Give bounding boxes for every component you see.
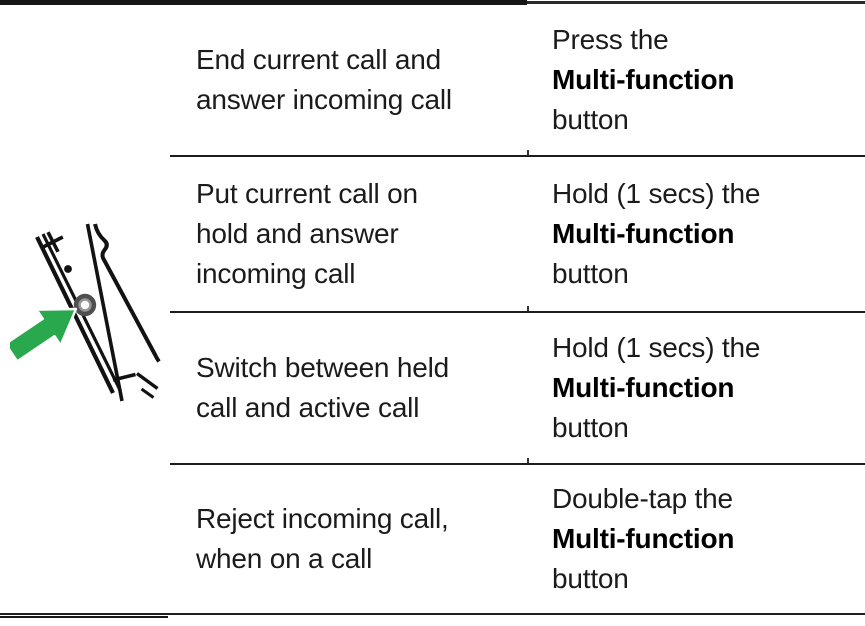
indicator-dot-icon	[64, 265, 72, 273]
table-row: End current call and answer incoming cal…	[170, 4, 865, 155]
table-row: Put current call on hold and answer inco…	[170, 155, 865, 311]
action-text: when on a call	[196, 543, 373, 574]
button-name-text: Multi-function	[552, 372, 735, 403]
gesture-text: button	[552, 563, 629, 594]
instruction-table: End current call and answer incoming cal…	[170, 4, 865, 613]
action-cell: Reject incoming call, when on a call	[170, 499, 527, 579]
action-text: Put current call on	[196, 178, 418, 209]
action-cell: Put current call on hold and answer inco…	[170, 174, 527, 294]
gesture-text: Press the	[552, 23, 669, 55]
button-name-text: Multi-function	[552, 63, 735, 95]
table-bottom-border	[0, 613, 865, 615]
volume-minus-icon	[112, 372, 136, 382]
cell-border-notch	[527, 150, 529, 155]
gesture-cell: Hold (1 secs) the Multi-function button	[527, 174, 865, 294]
action-text: incoming call	[196, 258, 356, 289]
gesture-text: button	[552, 103, 629, 135]
action-cell: End current call and answer incoming cal…	[170, 40, 527, 120]
gesture-text: Hold (1 secs) the	[552, 178, 761, 209]
table-top-border-right	[527, 1, 865, 4]
table-row: Reject incoming call, when on a call Dou…	[170, 463, 865, 613]
button-name-text: Multi-function	[552, 523, 735, 554]
volume-plus-icon	[42, 231, 64, 253]
action-text: answer incoming call	[196, 83, 452, 115]
gesture-text: button	[552, 412, 629, 443]
headset-edge-illustration	[10, 223, 161, 402]
gesture-text: Hold (1 secs) the	[552, 332, 761, 363]
button-name-text: Multi-function	[552, 218, 735, 249]
gesture-cell: Double-tap the Multi-function button	[527, 479, 865, 599]
action-text: End current call and	[196, 43, 442, 75]
table-bottom-border-left	[0, 616, 168, 618]
action-text: hold and answer	[196, 218, 399, 249]
gesture-cell: Hold (1 secs) the Multi-function button	[527, 328, 865, 448]
cell-border-notch	[527, 458, 529, 463]
gesture-text: Double-tap the	[552, 483, 733, 514]
action-text: Reject incoming call,	[196, 503, 449, 534]
action-cell: Switch between held call and active call	[170, 348, 527, 428]
action-text: Switch between held	[196, 352, 450, 383]
gesture-cell: Press the Multi-function button	[527, 20, 865, 140]
multi-function-button-icon	[73, 293, 97, 317]
gesture-text: button	[552, 258, 629, 289]
table-top-border-left	[0, 0, 527, 5]
action-text: call and active call	[196, 392, 420, 423]
green-arrow-icon	[10, 307, 78, 363]
table-row: Switch between held call and active call…	[170, 311, 865, 463]
cell-border-notch	[527, 306, 529, 311]
